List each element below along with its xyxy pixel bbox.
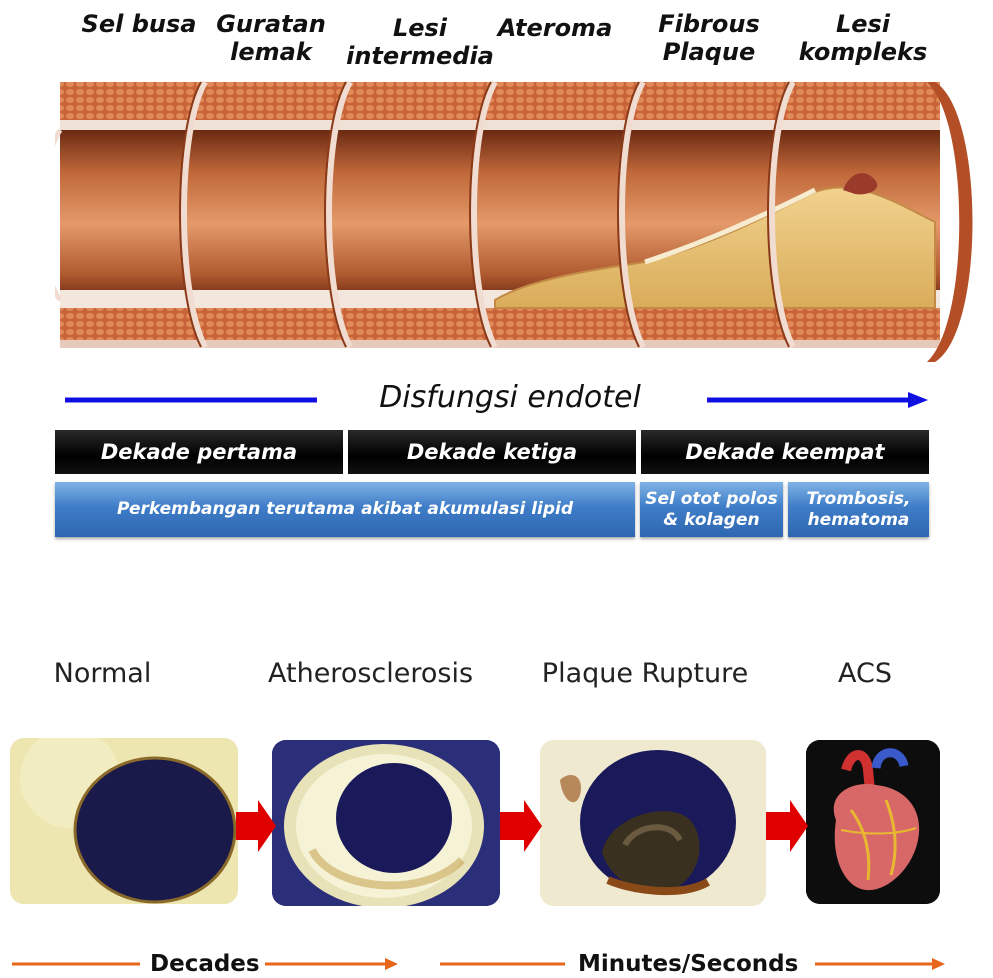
stage-label-sel-busa: Sel busa	[80, 10, 198, 38]
plaque-rupture-image	[540, 740, 766, 906]
disfungsi-endotel-label: Disfungsi endotel	[330, 380, 690, 415]
red-arrow-2	[500, 800, 542, 852]
decade-bar-ketiga: Dekade ketiga	[348, 430, 636, 474]
red-arrow-3	[766, 800, 808, 852]
red-arrow-1	[236, 800, 276, 852]
stage-label-ateroma: Ateroma	[495, 14, 615, 42]
atherosclerosis-image	[272, 740, 500, 906]
stage-label-fibrous-plaque: Fibrous Plaque	[650, 10, 768, 66]
stage-label-lesi-intermedia: Lesi intermedia	[345, 14, 495, 70]
decade-bar-pertama: Dekade pertama	[55, 430, 343, 474]
artery-progression-illustration	[55, 72, 985, 392]
stage-label-lesi-kompleks: Lesi kompleks	[798, 10, 928, 66]
heart-image	[806, 740, 940, 904]
mechanism-thrombosis-hematoma: Trombosis, hematoma	[788, 482, 929, 537]
progression-label-normal: Normal	[40, 658, 165, 689]
normal-artery-image	[10, 738, 238, 904]
stage-label-guratan-lemak: Guratan lemak	[212, 10, 330, 66]
progression-label-atherosclerosis: Atherosclerosis	[268, 658, 468, 689]
timescale-arrows	[0, 955, 993, 975]
progression-label-plaque-rupture: Plaque Rupture	[540, 658, 750, 689]
mechanism-lipid-accumulation: Perkembangan terutama akibat akumulasi l…	[55, 482, 635, 537]
progression-label-acs: ACS	[820, 658, 910, 689]
decade-bar-keempat: Dekade keempat	[641, 430, 929, 474]
mechanism-smooth-muscle-collagen: Sel otot polos & kolagen	[640, 482, 783, 537]
timescale-minutes-seconds: Minutes/Seconds	[578, 951, 798, 977]
timescale-decades: Decades	[150, 951, 260, 977]
